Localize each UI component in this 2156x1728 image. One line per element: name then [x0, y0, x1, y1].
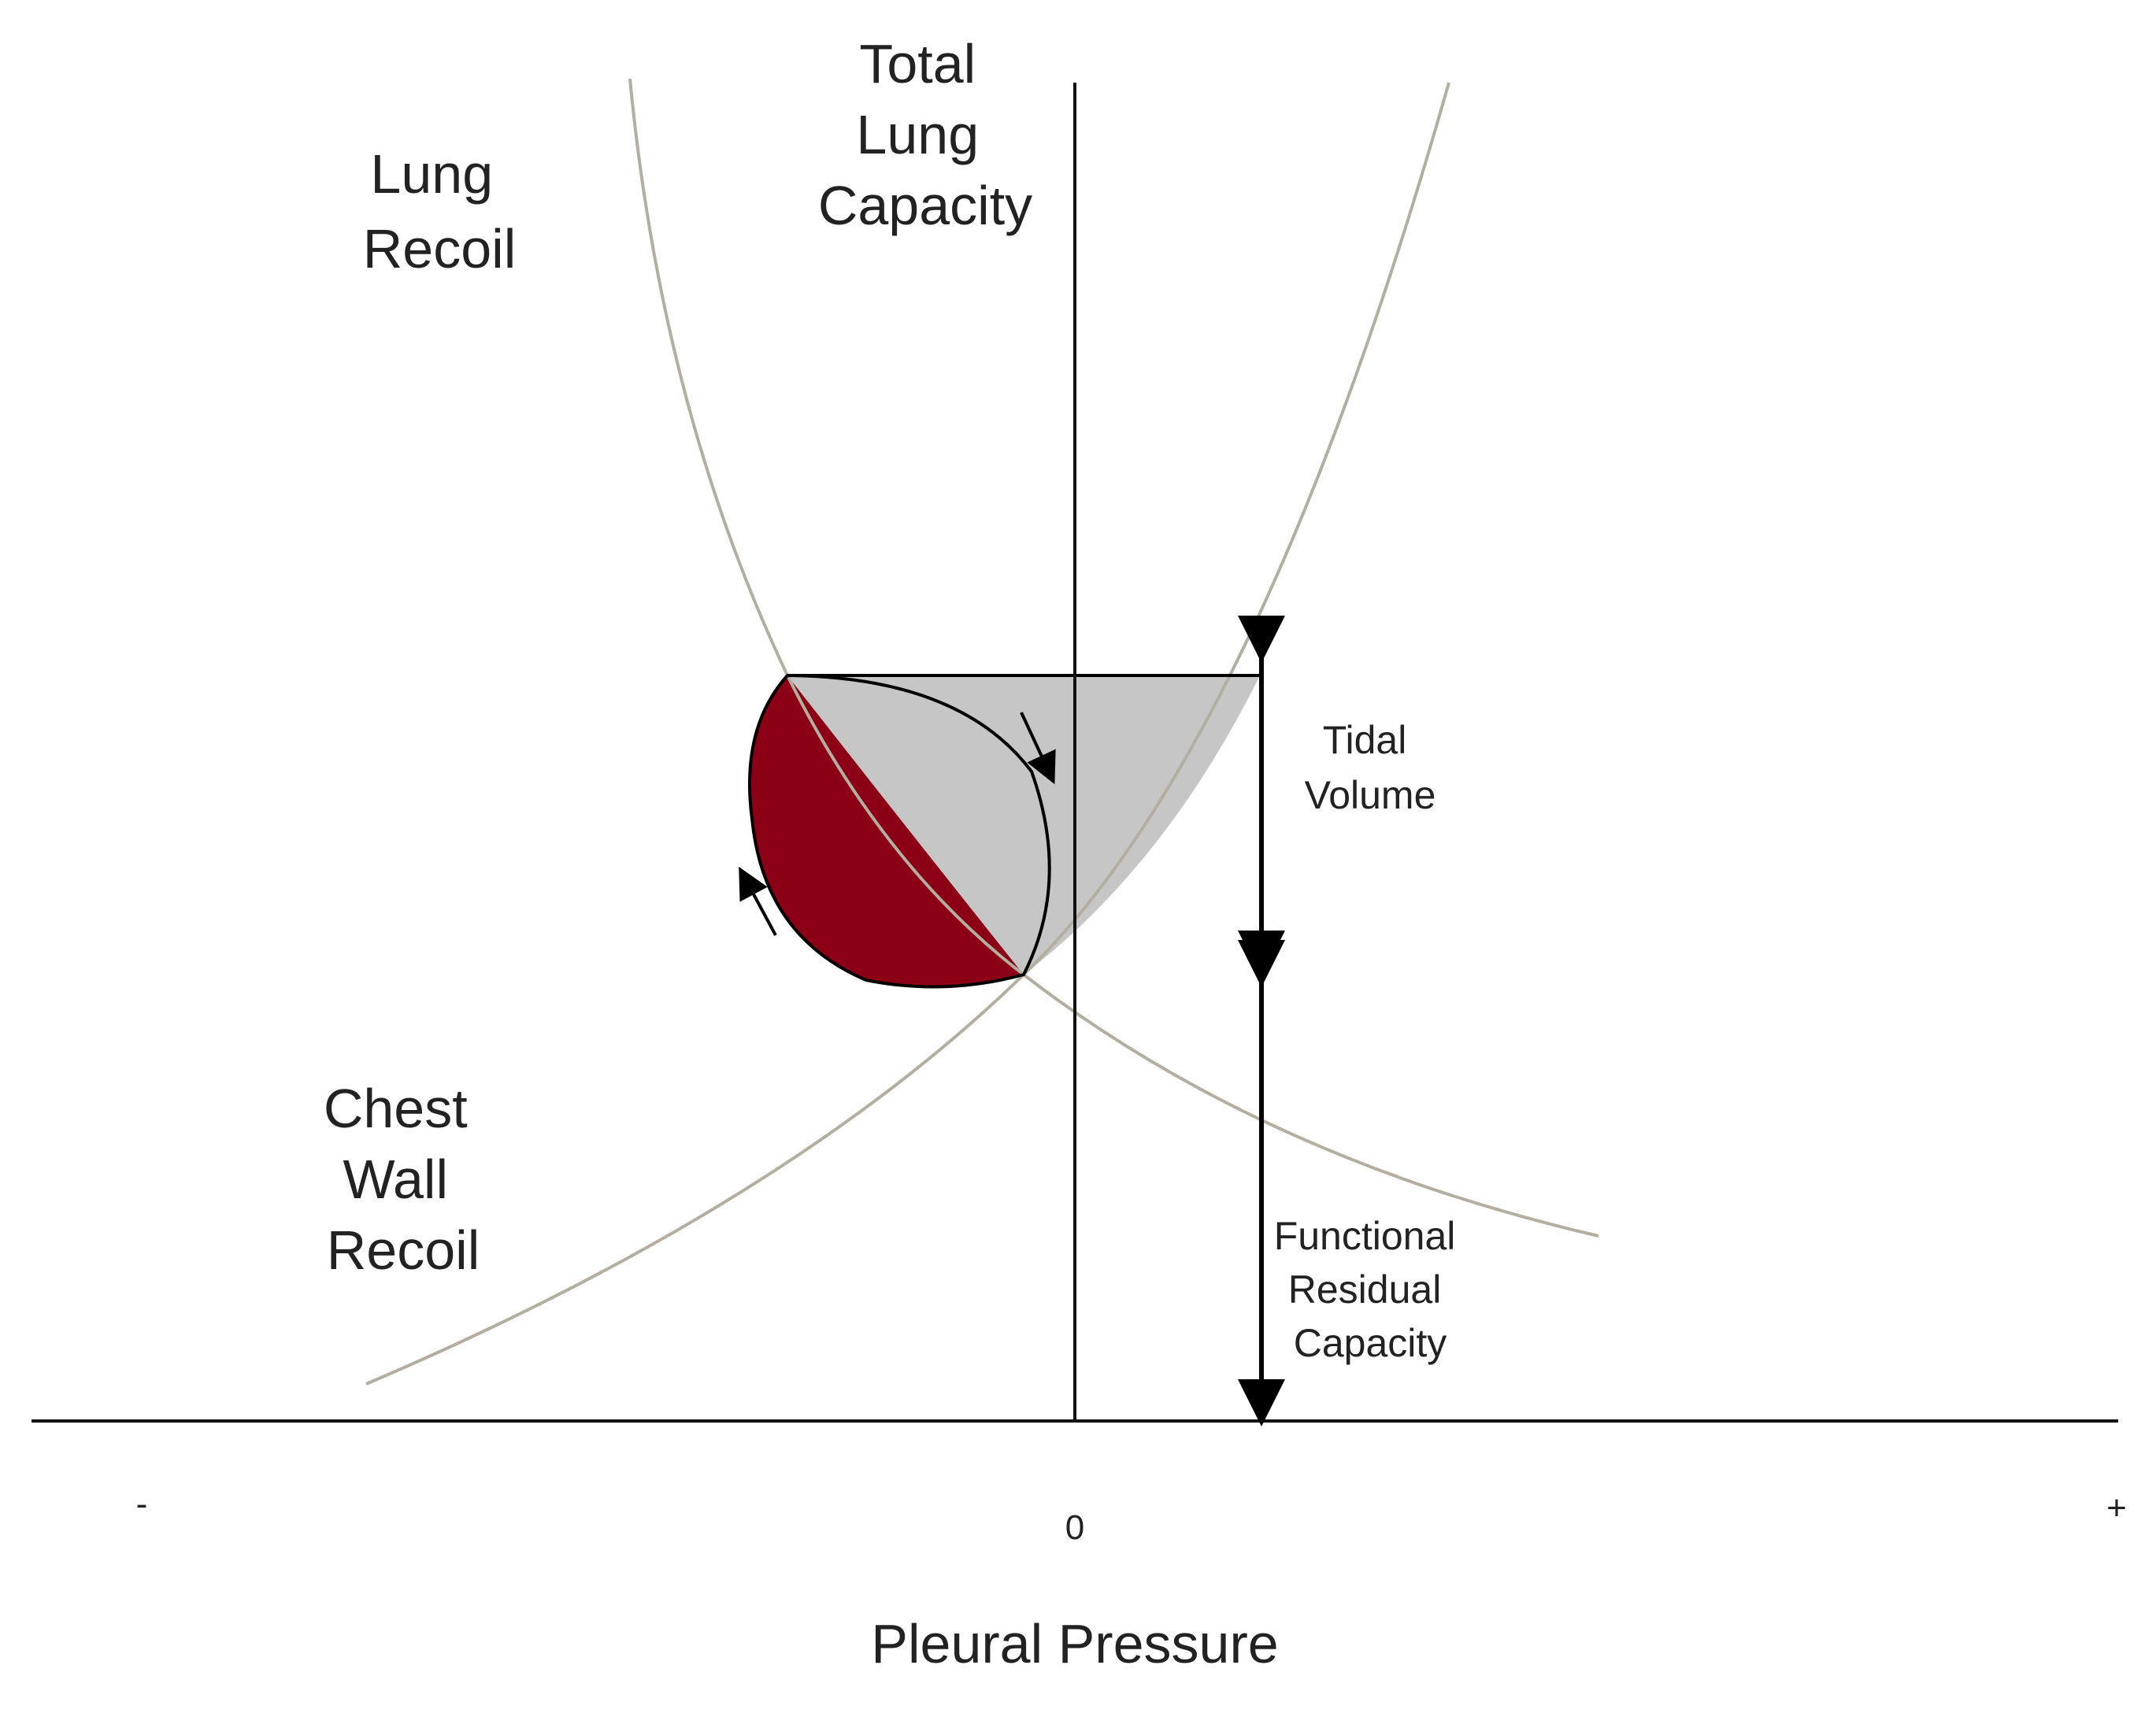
- tlc-line-3: Capacity: [818, 175, 1032, 236]
- loop-gray-lobe: [787, 675, 1050, 975]
- inspiration-flow-arrow: [1020, 712, 1056, 785]
- chest-wall-recoil-label: Chest Wall Recoil: [324, 1078, 483, 1281]
- red-area: [750, 675, 1024, 987]
- chest-wall-recoil-curve: [365, 82, 1450, 1386]
- tick-zero: 0: [1065, 1508, 1084, 1547]
- frc-line-2: Residual: [1288, 1267, 1442, 1312]
- frc-line-3: Capacity: [1294, 1321, 1447, 1365]
- tick-plus: +: [2106, 1489, 2127, 1527]
- lung-recoil-line-2: Recoil: [363, 218, 517, 279]
- expiration-flow-arrow: [739, 866, 777, 936]
- tidal-volume-line-2: Volume: [1305, 773, 1436, 817]
- lung-recoil-label: Lung Recoil: [363, 143, 517, 279]
- frc-line-1: Functional: [1274, 1214, 1456, 1258]
- chest-wall-line-2: Wall: [343, 1149, 449, 1210]
- x-axis-title: Pleural Pressure: [871, 1613, 1278, 1674]
- tidal-volume-label: Tidal Volume: [1305, 718, 1436, 817]
- tlc-line-1: Total: [859, 33, 976, 94]
- lung-recoil-line-1: Lung: [370, 143, 493, 205]
- tidal-volume-line-1: Tidal: [1323, 718, 1407, 762]
- chest-wall-line-3: Recoil: [327, 1219, 480, 1281]
- total-lung-capacity-label: Total Lung Capacity: [818, 33, 1032, 236]
- tlc-line-2: Lung: [856, 104, 979, 165]
- lung-recoil-curve: [628, 78, 1599, 1238]
- tick-minus: -: [136, 1485, 148, 1523]
- loop-outline: [748, 673, 1051, 989]
- chest-wall-line-1: Chest: [324, 1078, 468, 1139]
- frc-label: Functional Residual Capacity: [1274, 1214, 1467, 1365]
